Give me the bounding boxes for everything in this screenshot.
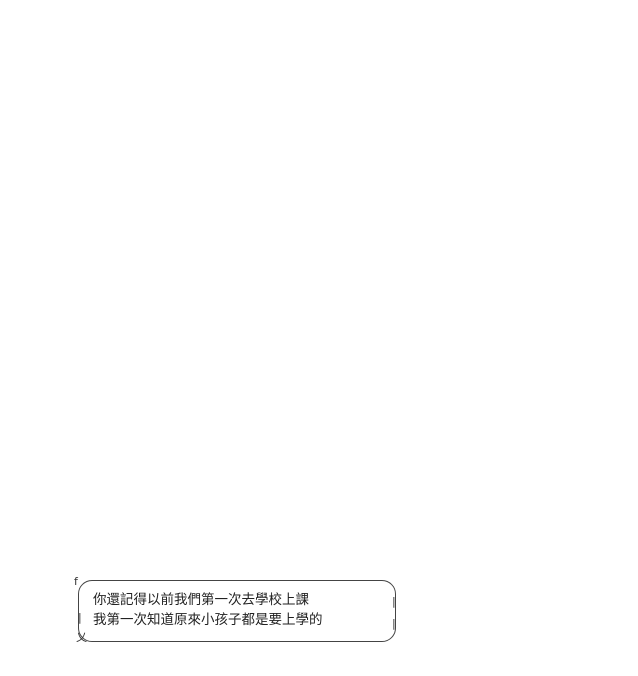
caption-right-mark-bottom: | [392, 617, 396, 630]
caption-right-mark-top: | [392, 595, 396, 608]
caption-left-mark-mid: | [78, 611, 82, 624]
caption-line-2: 我第一次知道原來小孩子都是要上學的 [93, 612, 323, 628]
caption-line-1: 你還記得以前我們第一次去學校上課 [93, 592, 309, 608]
caption-left-mark-bottom: 乂 [76, 631, 87, 644]
caption-left-mark-top: f [74, 575, 78, 588]
caption-speech-box: 你還記得以前我們第一次去學校上課 我第一次知道原來小孩子都是要上學的 [78, 580, 396, 642]
